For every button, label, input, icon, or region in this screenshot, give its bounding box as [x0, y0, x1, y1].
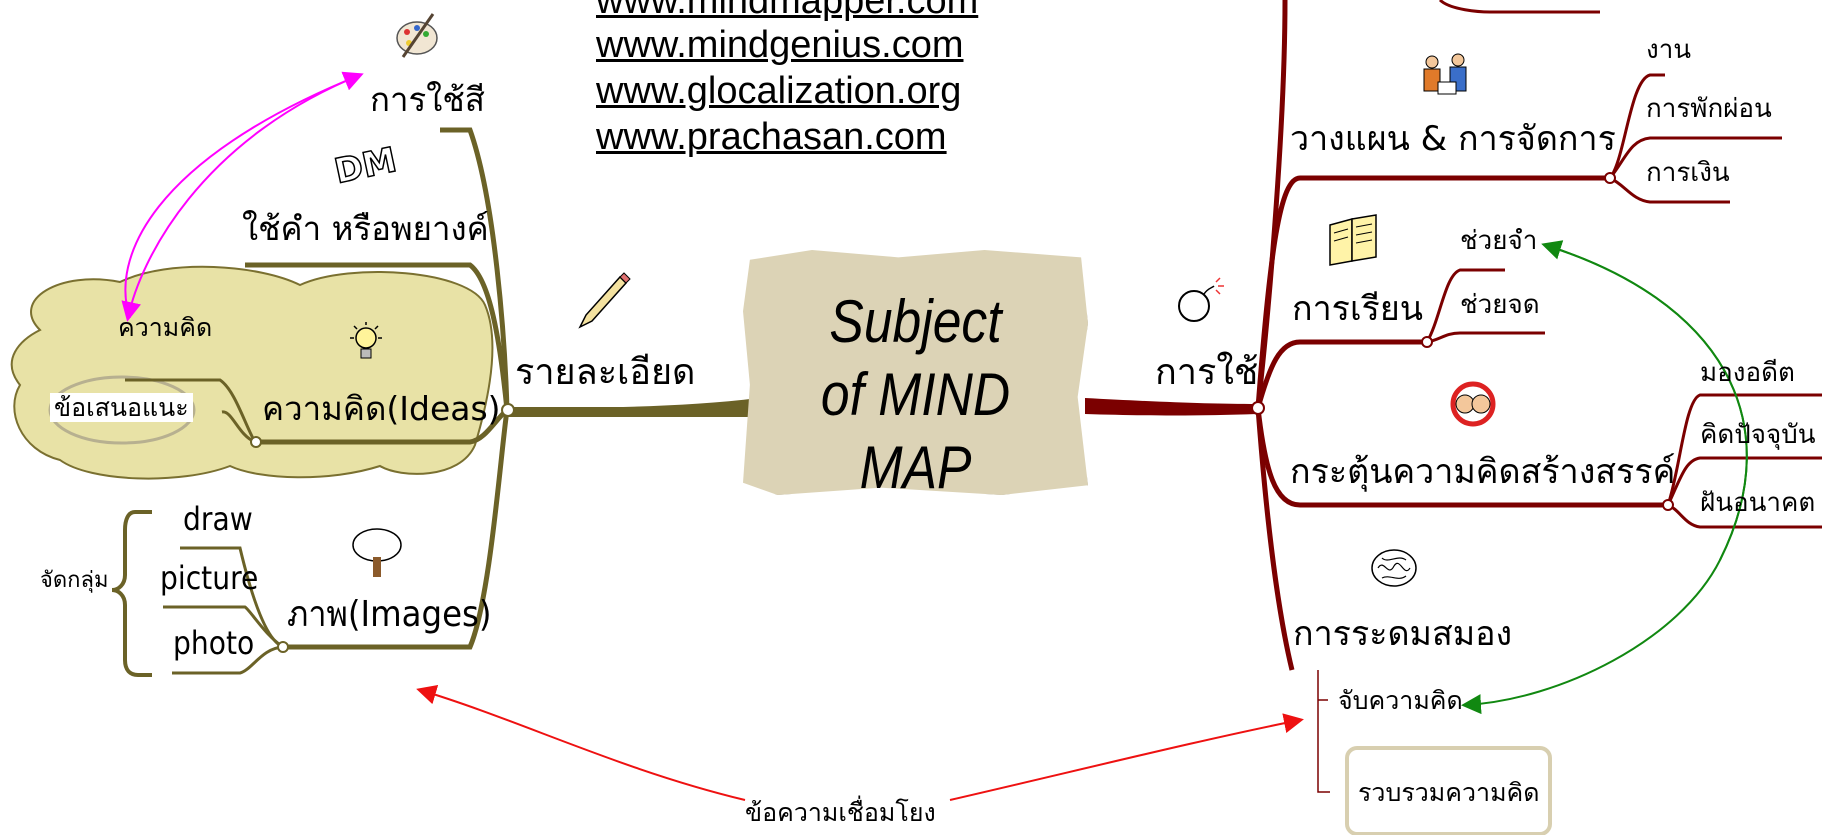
topic-draw[interactable]: draw: [183, 500, 253, 538]
red-arrow-left: [416, 685, 746, 801]
brain-icon: [1371, 549, 1417, 587]
meeting-people-icon: [1423, 53, 1467, 95]
topic-plan[interactable]: วางแผน & การจัดการ: [1290, 119, 1616, 159]
right-branches: [1255, 0, 1822, 793]
topic-note[interactable]: ช่วยจด: [1460, 290, 1540, 320]
topic-past[interactable]: มองอดีต: [1700, 358, 1795, 388]
topic-collect[interactable]: รวบรวมความคิด: [1358, 778, 1540, 807]
topic-ideas[interactable]: ความคิด(Ideas): [262, 389, 501, 428]
topic-rest[interactable]: การพักผ่อน: [1646, 94, 1772, 124]
topic-color-use[interactable]: การใช้สี: [370, 80, 485, 119]
link-label: ข้อความเชื่อมโยง: [745, 798, 936, 827]
topic-work[interactable]: งาน: [1646, 35, 1692, 65]
green-arrow-tail: [1541, 240, 1748, 561]
group-label: จัดกลุ่ม: [40, 568, 109, 593]
topic-images[interactable]: ภาพ(Images): [287, 594, 492, 635]
topic-future[interactable]: ฝันอนาคต: [1700, 488, 1816, 518]
bomb-icon: [1178, 277, 1224, 322]
topic-usage[interactable]: การใช้: [1155, 352, 1259, 393]
lightbulb-icon: [350, 322, 382, 359]
topic-suggestion[interactable]: ข้อเสนอแนะ: [50, 393, 193, 422]
central-topic-line1: Subject: [829, 288, 1002, 355]
url-link[interactable]: www.glocalization.org: [596, 70, 962, 112]
faces-cycle-icon: [1450, 381, 1496, 427]
right-trunk: [1085, 398, 1257, 416]
central-topic-line2: of MIND MAP: [820, 361, 1011, 502]
url-link[interactable]: www.mindmapper.com: [596, 0, 979, 22]
collect-box: [1345, 746, 1552, 835]
tree-icon: [352, 528, 402, 577]
topic-words[interactable]: ใช้คำ หรือพยางค์: [242, 209, 489, 248]
topic-capture[interactable]: จับความคิด: [1338, 686, 1463, 715]
dm-letters-icon: DM: [330, 139, 401, 193]
url-link[interactable]: www.prachasan.com: [596, 116, 947, 158]
central-topic-box[interactable]: [743, 250, 1088, 495]
topic-brainstorm[interactable]: การระดมสมอง: [1293, 614, 1513, 654]
topic-photo[interactable]: photo: [173, 624, 255, 662]
red-arrow-right: [949, 713, 1304, 801]
ideas-cloud: [10, 265, 494, 480]
topic-learn[interactable]: การเรียน: [1292, 289, 1423, 329]
svg-text:DM: DM: [331, 140, 400, 192]
topic-present[interactable]: คิดปัจจุบัน: [1700, 420, 1816, 450]
pink-arrow-tail: [121, 74, 361, 322]
topic-picture[interactable]: picture: [160, 559, 259, 597]
central-topic-text: Subject of MIND MAP: [767, 285, 1064, 505]
topic-details[interactable]: รายละเอียด: [515, 352, 696, 393]
topic-remember[interactable]: ช่วยจำ: [1460, 226, 1538, 256]
pencil-icon: [578, 272, 631, 329]
url-link[interactable]: www.mindgenius.com: [596, 24, 964, 66]
book-icon: [1329, 214, 1377, 266]
palette-icon: [396, 13, 438, 58]
topic-money[interactable]: การเงิน: [1646, 158, 1730, 188]
topic-idea[interactable]: ความคิด: [118, 313, 213, 342]
topic-creative[interactable]: กระตุ้นความคิดสร้างสรรค์: [1290, 452, 1676, 492]
pink-arrow: [124, 71, 364, 319]
